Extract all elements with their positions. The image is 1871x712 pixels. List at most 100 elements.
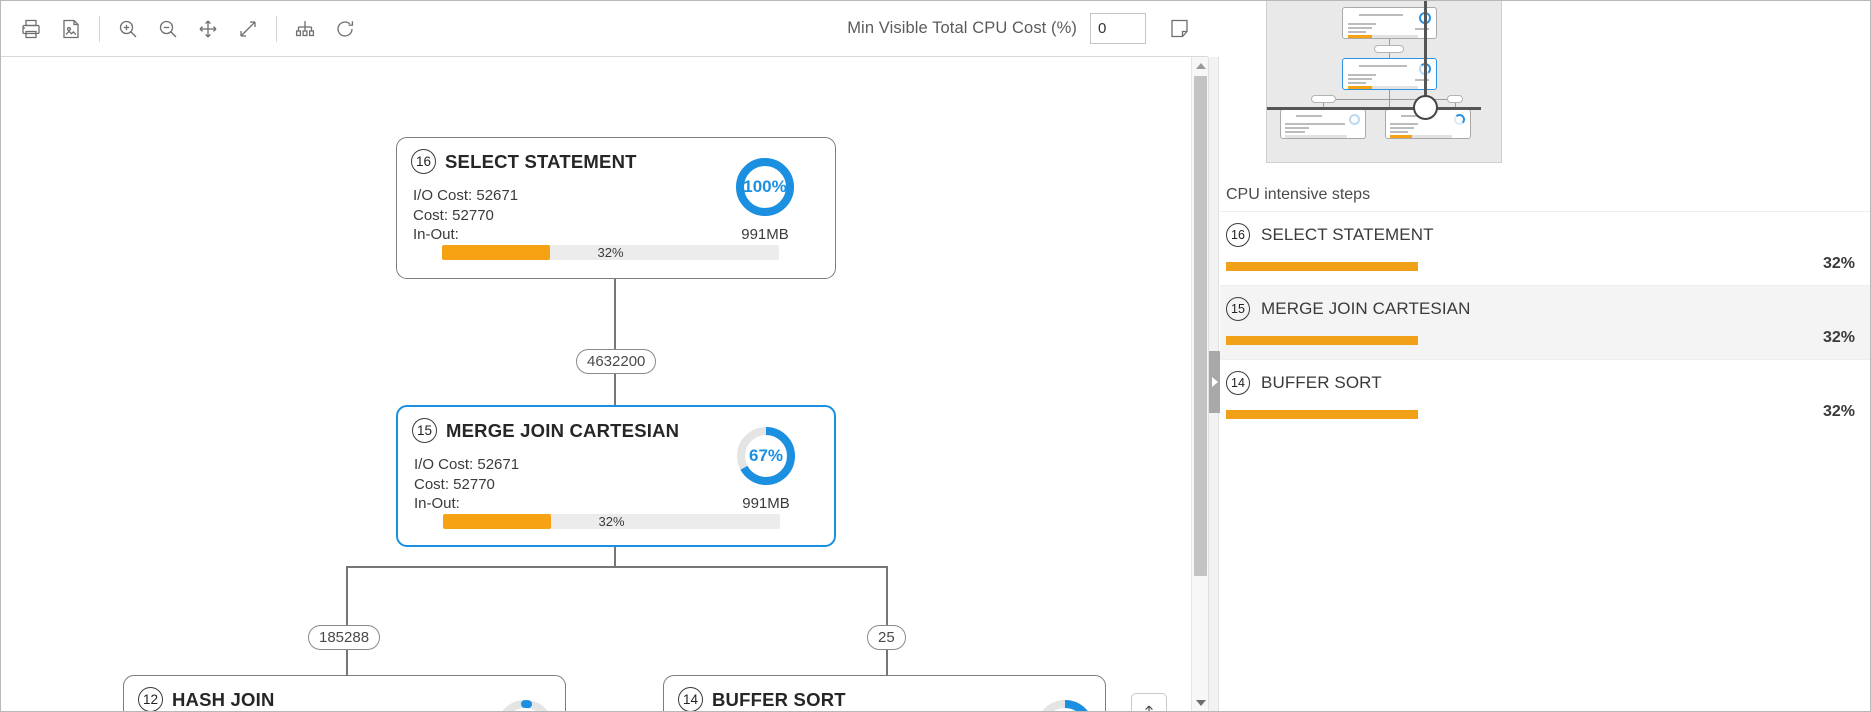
- edge-root-line: [614, 207, 616, 407]
- edge-label-root: 4632200: [576, 349, 657, 374]
- scrollbar-up-arrow[interactable]: [1192, 57, 1209, 74]
- node-title: HASH JOIN: [172, 688, 275, 710]
- cpu-step-name: SELECT STATEMENT: [1261, 225, 1434, 244]
- minimap-container: [1220, 1, 1870, 179]
- scrollbar-thumb[interactable]: [1194, 76, 1207, 576]
- node-title: MERGE JOIN CARTESIAN: [446, 419, 680, 441]
- edge-label-right: 25: [867, 625, 906, 650]
- node-cpu-gauge-value: 2%: [494, 698, 556, 711]
- minimap-viewport-resize-knob[interactable]: [1413, 95, 1438, 120]
- node-progress-label: 32%: [598, 514, 625, 529]
- cpu-step-percent: 32%: [1822, 403, 1855, 420]
- node-cpu-gauge: 67%: [735, 425, 797, 487]
- cpu-step-bar: [1226, 262, 1418, 271]
- scrollbar-down-arrow[interactable]: [1192, 694, 1209, 711]
- cpu-step-header: 16 SELECT STATEMENT: [1226, 223, 1434, 247]
- minimap-gauge: [1454, 114, 1465, 125]
- plan-node-select-statement[interactable]: 16 SELECT STATEMENT I/O Cost: 52671 Cost…: [396, 137, 836, 279]
- cpu-intensive-steps-list: 16 SELECT STATEMENT 32% 15 MERGE JOIN CA…: [1220, 211, 1870, 433]
- minimap-node-select-statement: [1342, 7, 1437, 39]
- node-header: 14 BUFFER SORT: [678, 687, 846, 711]
- chevron-right-icon: [1211, 377, 1218, 387]
- toolbar-separator-1: [99, 15, 100, 42]
- minimap-viewport-horizontal[interactable]: [1267, 107, 1481, 110]
- graph-vertical-scrollbar[interactable]: [1191, 57, 1208, 711]
- zoom-in-icon[interactable]: [108, 9, 148, 49]
- node-stats: I/O Cost: 52671 Cost: 52770 In-Out:: [414, 455, 519, 514]
- node-cost: Cost: 52770: [413, 206, 494, 224]
- plan-toolbar: Min Visible Total CPU Cost (%): [1, 1, 1208, 57]
- cpu-step-header: 14 BUFFER SORT: [1226, 371, 1382, 395]
- node-number-badge: 12: [138, 687, 163, 711]
- node-io-cost: I/O Cost: 52671: [413, 187, 519, 204]
- minimap-progress: [1348, 35, 1372, 38]
- cpu-step-number-badge: 16: [1226, 223, 1250, 247]
- cpu-step-row-select-statement[interactable]: 16 SELECT STATEMENT 32%: [1220, 211, 1870, 285]
- cpu-step-number-badge: 14: [1226, 371, 1250, 395]
- cpu-step-bar: [1226, 336, 1418, 345]
- node-io-cost: I/O Cost: 52671: [414, 456, 520, 473]
- plan-graph-canvas: 4632200 185288 25 16 SELECT STATEMENT: [1, 57, 1191, 711]
- plan-overview-pane: CPU intensive steps 16 SELECT STATEMENT …: [1220, 1, 1870, 711]
- node-cpu-gauge: 32%: [1034, 698, 1096, 711]
- plan-node-merge-join-cartesian[interactable]: 15 MERGE JOIN CARTESIAN I/O Cost: 52671 …: [396, 405, 836, 547]
- cpu-filter-input[interactable]: [1090, 13, 1146, 44]
- splitter-collapse-handle[interactable]: [1209, 351, 1220, 413]
- cpu-step-percent: 32%: [1822, 255, 1855, 272]
- minimap-node-merge-join-cartesian: [1342, 58, 1437, 90]
- node-header: 15 MERGE JOIN CARTESIAN: [412, 418, 679, 443]
- plan-node-buffer-sort[interactable]: 14 BUFFER SORT I/O Cost: 52668 Cost: 527…: [663, 675, 1106, 711]
- edge-branch-left: [346, 566, 348, 676]
- scroll-to-top-button[interactable]: [1131, 693, 1167, 711]
- node-progress-label: 32%: [597, 245, 624, 260]
- node-cpu-gauge-value: 67%: [748, 446, 784, 465]
- cpu-step-bar: [1226, 410, 1418, 419]
- print-icon[interactable]: [11, 9, 51, 49]
- graph-minimap[interactable]: [1266, 1, 1502, 163]
- node-number-badge: 16: [411, 149, 436, 174]
- minimap-gauge: [1349, 114, 1360, 125]
- node-cpu-gauge: 100%: [734, 156, 796, 218]
- minimap-viewport-vertical[interactable]: [1424, 1, 1427, 110]
- fit-icon[interactable]: [228, 9, 268, 49]
- node-header: 16 SELECT STATEMENT: [411, 149, 637, 174]
- node-cpu-gauge: 2%: [494, 698, 556, 711]
- node-title: BUFFER SORT: [712, 688, 846, 710]
- node-cpu-gauge-value: 32%: [1034, 698, 1096, 711]
- node-cpu-gauge-value: 100%: [743, 177, 787, 196]
- toolbar-separator-2: [276, 15, 277, 42]
- node-stats: I/O Cost: 52671 Cost: 52770 In-Out:: [413, 186, 518, 245]
- cpu-step-name: BUFFER SORT: [1261, 373, 1382, 392]
- cpu-step-percent: 32%: [1822, 329, 1855, 346]
- cpu-step-row-buffer-sort[interactable]: 14 BUFFER SORT 32%: [1220, 359, 1870, 433]
- edge-branch-horizontal: [346, 566, 887, 568]
- node-memory: 991MB: [742, 495, 790, 512]
- cpu-step-header: 15 MERGE JOIN CARTESIAN: [1226, 297, 1471, 321]
- minimap-progress: [1348, 86, 1372, 89]
- tree-layout-icon[interactable]: [285, 9, 325, 49]
- node-inout: In-Out:: [414, 495, 460, 512]
- pane-splitter[interactable]: [1208, 57, 1220, 711]
- node-number-badge: 14: [678, 687, 703, 711]
- zoom-out-icon[interactable]: [148, 9, 188, 49]
- node-inout: In-Out:: [413, 226, 459, 243]
- minimap-progress: [1390, 135, 1412, 138]
- refresh-icon[interactable]: [325, 9, 365, 49]
- node-progress-fill: [443, 514, 551, 529]
- cpu-filter-label: Min Visible Total CPU Cost (%): [847, 19, 1077, 37]
- minimap-node-hash-join: [1280, 109, 1366, 139]
- cpu-step-row-merge-join-cartesian[interactable]: 15 MERGE JOIN CARTESIAN 32%: [1220, 285, 1870, 359]
- pan-icon[interactable]: [188, 9, 228, 49]
- edge-branch-right: [886, 566, 888, 676]
- save-image-icon[interactable]: [51, 9, 91, 49]
- plan-node-hash-join[interactable]: 12 HASH JOIN "E"."DEPARTMENT_ID"="D"."DE…: [123, 675, 566, 711]
- node-header: 12 HASH JOIN: [138, 687, 275, 711]
- node-cost: Cost: 52770: [414, 475, 495, 493]
- node-progress-bar: 32%: [443, 514, 780, 529]
- node-number-badge: 15: [412, 418, 437, 443]
- plan-graph-scroll-area[interactable]: 4632200 185288 25 16 SELECT STATEMENT: [1, 57, 1208, 711]
- node-memory: 991MB: [741, 226, 789, 243]
- node-progress-bar: 32%: [442, 245, 779, 260]
- note-icon[interactable]: [1160, 10, 1198, 48]
